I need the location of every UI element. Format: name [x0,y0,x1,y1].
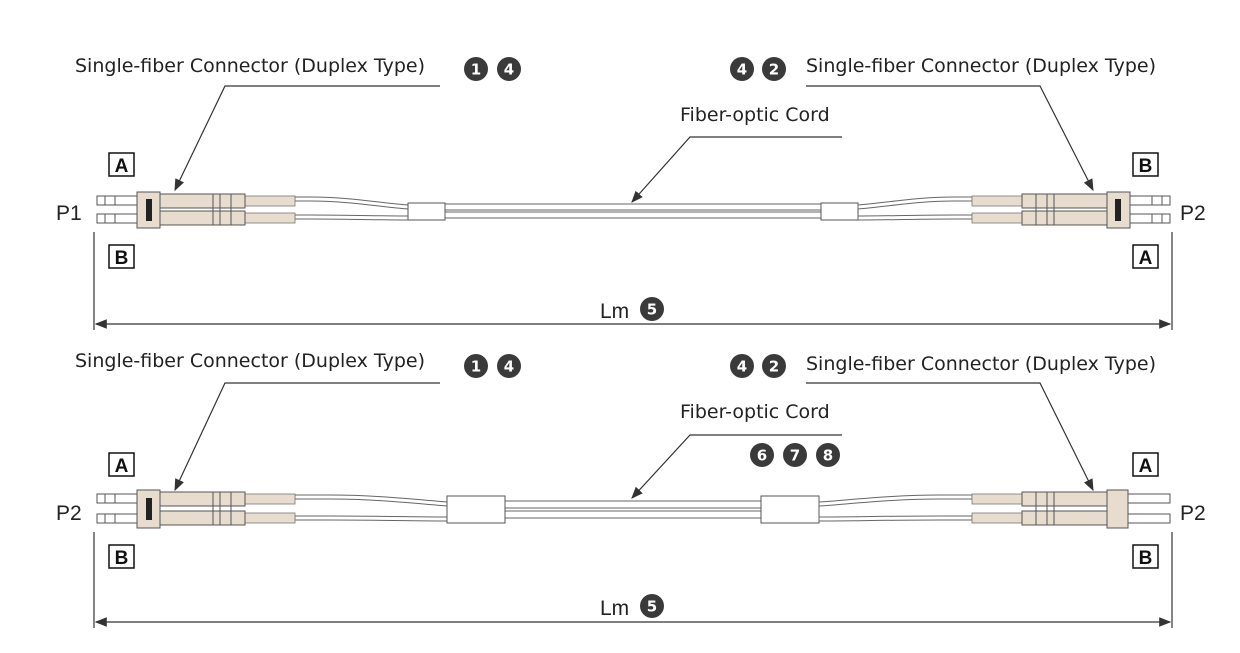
badge-icon [750,443,774,467]
length-badge: 5 [647,301,657,319]
length-badge: 5 [647,598,657,616]
right-port-label: P2 [1180,502,1206,525]
svg-text:B: B [1139,548,1153,569]
svg-text:B: B [115,548,129,569]
cord-leader [631,136,842,203]
right-port-label: P2 [1180,202,1206,225]
right-connector-label: Single-fiber Connector (Duplex Type) [806,55,1156,77]
svg-text:A: A [115,456,129,477]
badge-number: 4 [737,358,747,376]
badge-number: 7 [790,447,800,465]
left-connector-leader [174,382,440,492]
left-port-label: P1 [56,202,82,225]
right-connector-label: Single-fiber Connector (Duplex Type) [806,353,1156,375]
badge-icon [464,57,488,81]
badge-icon [762,354,786,378]
right-top-box: B [1132,152,1159,177]
badge-icon [730,57,754,81]
svg-text:A: A [1139,248,1153,269]
badge-number: 1 [471,358,481,376]
badge-number: 4 [504,61,514,79]
left-connector-label: Single-fiber Connector (Duplex Type) [75,350,425,372]
right-top-box: A [1132,452,1159,477]
badge-number: 2 [769,61,779,79]
left-connector-leader [174,85,440,192]
left-bottom-box: B [108,544,135,569]
cord-label: Fiber-optic Cord [680,401,830,423]
right-connector-leader [806,382,1094,492]
cable-1 [96,191,1171,229]
left-badges: 1 4 [464,354,521,378]
cable-2 [96,489,1171,529]
badge-icon [762,57,786,81]
badge-number: 6 [757,447,767,465]
left-top-box: A [108,152,135,177]
right-badges: 4 2 [730,57,786,81]
svg-text:B: B [1139,156,1153,177]
badge-icon [816,443,840,467]
badge-number: 1 [471,61,481,79]
svg-text:A: A [1139,456,1153,477]
left-top-box: A [108,452,135,477]
left-bottom-box: B [108,244,135,269]
badge-number: 4 [504,358,514,376]
svg-text:B: B [115,248,129,269]
cord-badges: 6 7 8 [750,443,840,467]
right-bottom-box: B [1132,544,1159,569]
svg-text:A: A [115,156,129,177]
badge-icon [640,594,664,618]
length-label: Lm [600,597,629,620]
left-port-label: P2 [56,502,82,525]
badge-number: 4 [737,61,747,79]
diagram-2: Single-fiber Connector (Duplex Type) 1 4… [56,350,1206,628]
diagram-1: Single-fiber Connector (Duplex Type) 1 4… [56,55,1206,330]
right-bottom-box: A [1132,244,1159,269]
badge-icon [640,297,664,321]
badge-icon [497,57,521,81]
badge-icon [464,354,488,378]
left-badges: 1 4 [464,57,521,81]
badge-icon [730,354,754,378]
left-connector-label: Single-fiber Connector (Duplex Type) [75,55,425,77]
length-label: Lm [600,300,629,323]
badge-number: 8 [823,447,833,465]
badge-number: 2 [769,358,779,376]
cord-label: Fiber-optic Cord [680,104,830,126]
right-connector-leader [806,85,1094,192]
badge-icon [783,443,807,467]
cord-leader [631,434,842,499]
right-badges: 4 2 [730,354,786,378]
badge-icon [497,354,521,378]
